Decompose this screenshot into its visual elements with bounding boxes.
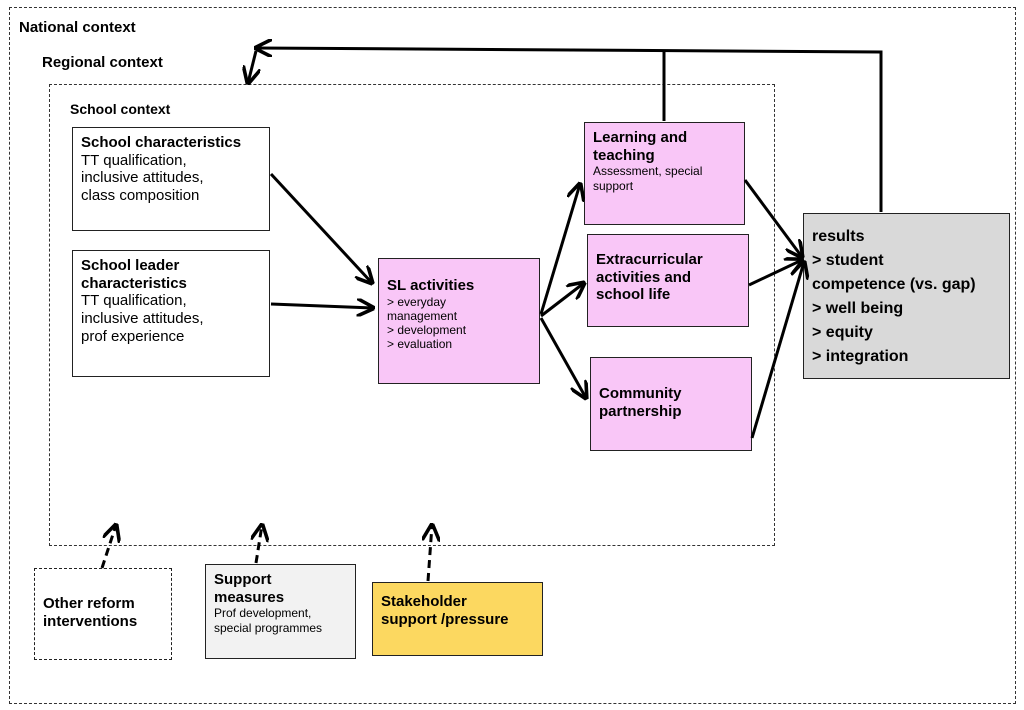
results-title: results bbox=[812, 228, 865, 245]
arrow-feedback-to-regional bbox=[248, 50, 256, 83]
school-leader-characteristics-box: School leader characteristics TT qualifi… bbox=[72, 250, 270, 377]
results-line: competence (vs. gap) bbox=[812, 276, 976, 293]
regional-context-label: Regional context bbox=[42, 54, 163, 71]
arrow-leader-to-sl bbox=[270, 304, 373, 308]
school-leader-line: inclusive attitudes, bbox=[81, 310, 204, 328]
sl-activities-line: > evaluation bbox=[387, 337, 453, 352]
national-context-frame bbox=[9, 7, 1016, 704]
learning-teaching-line: support bbox=[593, 178, 634, 193]
learning-teaching-box: Learning and teaching Assessment, specia… bbox=[584, 122, 745, 225]
arrow-support-measures-dashed bbox=[256, 525, 262, 564]
arrow-school-to-sl bbox=[269, 172, 372, 283]
extracurricular-line: activities and bbox=[596, 268, 692, 286]
community-line: Community bbox=[599, 385, 682, 402]
learning-teaching-title-1: Learning and bbox=[593, 129, 688, 146]
results-line: > student bbox=[812, 252, 884, 269]
sl-activities-line: management bbox=[387, 308, 458, 323]
community-line: partnership bbox=[599, 402, 682, 420]
community-partnership-box: Community partnership bbox=[590, 357, 752, 451]
feedback-loop-line bbox=[256, 48, 883, 212]
arrow-other-reform-dashed bbox=[100, 525, 116, 569]
other-reform-line: interventions bbox=[43, 612, 138, 630]
school-characteristics-line: inclusive attitudes, bbox=[81, 169, 204, 187]
support-measures-line: special programmes bbox=[214, 620, 323, 635]
school-leader-title-1: School leader bbox=[81, 257, 180, 274]
results-line: > equity bbox=[812, 324, 873, 341]
support-measures-title-1: Support bbox=[214, 571, 272, 588]
sl-activities-line: > development bbox=[387, 323, 467, 337]
extracurricular-line: school life bbox=[596, 286, 671, 304]
arrow-extracurricular-to-results bbox=[748, 260, 802, 287]
sl-activities-line: > everyday bbox=[387, 294, 447, 309]
learning-teaching-line: Assessment, special bbox=[593, 164, 703, 179]
other-reform-line: Other reform bbox=[43, 595, 135, 612]
arrow-stakeholder-dashed bbox=[428, 525, 432, 582]
school-characteristics-title: School characteristics bbox=[81, 134, 242, 151]
support-measures-box: Support measures Prof development, speci… bbox=[205, 564, 356, 659]
school-leader-title-2: characteristics bbox=[81, 274, 187, 292]
school-leader-line: TT qualification, bbox=[81, 292, 187, 310]
arrow-sl-to-community bbox=[539, 317, 586, 398]
school-characteristics-line: class composition bbox=[81, 187, 200, 205]
stakeholder-line: support /pressure bbox=[381, 610, 509, 628]
stakeholder-line: Stakeholder bbox=[381, 593, 467, 610]
results-line: > integration bbox=[812, 348, 909, 365]
school-characteristics-line: TT qualification, bbox=[81, 151, 187, 169]
school-context-label: School context bbox=[70, 101, 171, 117]
stakeholder-box: Stakeholder support /pressure bbox=[372, 582, 543, 656]
support-measures-title-2: measures bbox=[214, 588, 285, 606]
results-line: > well being bbox=[812, 300, 904, 317]
arrow-sl-to-learning bbox=[539, 184, 580, 315]
school-leader-line: prof experience bbox=[81, 327, 185, 345]
national-context-label: National context bbox=[19, 19, 136, 36]
school-characteristics-box: School characteristics TT qualification,… bbox=[72, 127, 270, 231]
other-reform-box: Other reform interventions bbox=[34, 568, 172, 660]
sl-activities-box: SL activities > everyday management > de… bbox=[378, 258, 540, 384]
extracurricular-box: Extracurricular activities and school li… bbox=[587, 234, 749, 327]
support-measures-line: Prof development, bbox=[214, 606, 312, 621]
arrow-community-to-results bbox=[750, 262, 804, 439]
arrow-sl-to-extracurricular bbox=[540, 283, 584, 318]
arrow-learning-to-results bbox=[743, 179, 802, 257]
sl-activities-title: SL activities bbox=[387, 277, 475, 294]
learning-teaching-title-2: teaching bbox=[593, 146, 655, 164]
extracurricular-line: Extracurricular bbox=[596, 251, 703, 268]
school-context-frame bbox=[49, 84, 775, 546]
results-box: results > student competence (vs. gap) >… bbox=[803, 213, 1010, 379]
